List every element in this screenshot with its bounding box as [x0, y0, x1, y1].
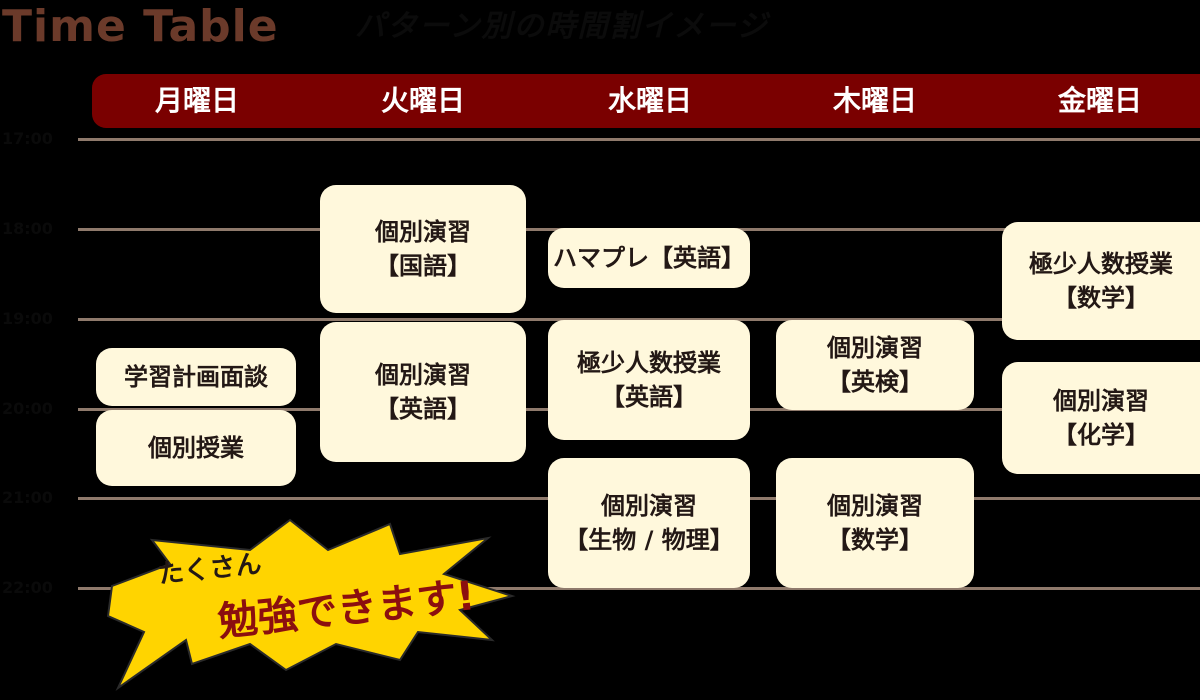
schedule-block-thu-2: 個別演習 【数学】: [776, 458, 974, 588]
schedule-block-wed-1: ハマプレ【英語】: [548, 228, 750, 288]
schedule-block-thu-1: 個別演習 【英検】: [776, 320, 974, 410]
time-label-4: 20:00: [2, 399, 53, 418]
time-label-2: 18:00: [2, 219, 53, 238]
page-subtitle: パターン別の時間割イメージ: [355, 9, 769, 44]
day-tuesday: 火曜日: [380, 84, 465, 117]
schedule-block-mon-2: 個別授業: [96, 410, 296, 486]
day-thursday: 木曜日: [832, 84, 917, 117]
timeline-1: [78, 138, 1200, 141]
schedule-block-label: 個別演習 【数学】: [827, 492, 923, 554]
schedule-block-wed-3: 個別演習 【生物 / 物理】: [548, 458, 750, 588]
schedule-block-label: 学習計画面談: [124, 363, 268, 391]
schedule-block-fri-1: 極少人数授業 【数学】: [1002, 222, 1200, 340]
day-wednesday: 水曜日: [607, 84, 692, 117]
timeline-3: [78, 318, 1200, 321]
schedule-block-label: 個別授業: [148, 434, 244, 462]
schedule-block-wed-2: 極少人数授業 【英語】: [548, 320, 750, 440]
schedule-block-tue-1: 個別演習 【国語】: [320, 185, 526, 313]
schedule-block-label: 個別演習 【英検】: [827, 334, 923, 396]
callout-burst: [106, 518, 516, 691]
page-title: Time Table: [2, 1, 279, 52]
schedule-block-fri-2: 個別演習 【化学】: [1002, 362, 1200, 474]
time-label-1: 17:00: [2, 129, 53, 148]
time-label-5: 21:00: [2, 488, 53, 507]
time-label-3: 19:00: [2, 309, 53, 328]
callout-burst-shape: [106, 518, 516, 691]
day-friday: 金曜日: [1057, 84, 1142, 117]
day-header-bar: [92, 74, 1200, 128]
timeline-6: [78, 587, 1200, 590]
day-monday: 月曜日: [154, 84, 239, 117]
schedule-block-label: 個別演習 【化学】: [1053, 387, 1149, 449]
schedule-block-mon-1: 学習計画面談: [96, 348, 296, 406]
schedule-block-label: 個別演習 【国語】: [375, 218, 471, 280]
schedule-block-label: 極少人数授業 【数学】: [1029, 250, 1173, 312]
schedule-block-tue-2: 個別演習 【英語】: [320, 322, 526, 462]
schedule-block-label: 個別演習 【英語】: [375, 361, 471, 423]
schedule-block-label: 極少人数授業 【英語】: [577, 349, 721, 411]
time-label-6: 22:00: [2, 578, 53, 597]
schedule-block-label: ハマプレ【英語】: [553, 244, 745, 272]
schedule-block-label: 個別演習 【生物 / 物理】: [564, 492, 734, 554]
